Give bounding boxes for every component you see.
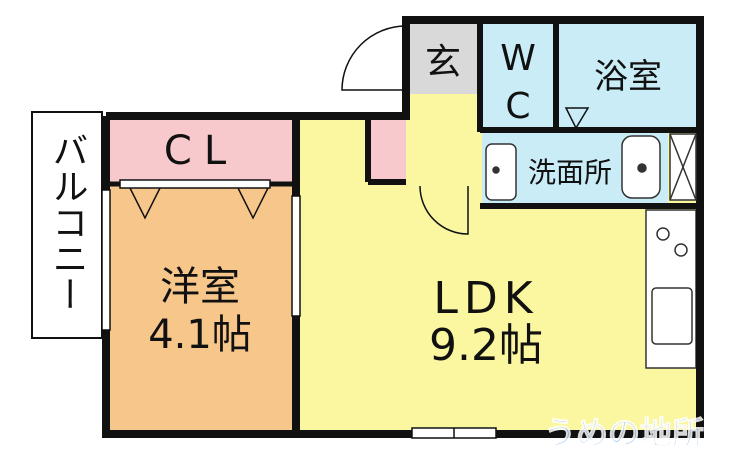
closet-floor <box>106 116 296 184</box>
ldk-size: 9.2帖 <box>429 320 543 371</box>
entrance-floor <box>406 20 480 94</box>
ldk-name: LDK <box>433 273 538 324</box>
entrance-label: 玄 <box>425 42 461 83</box>
western-room-floor <box>106 184 296 434</box>
balcony-label: バルコニー <box>47 132 88 312</box>
windows <box>101 179 497 439</box>
bathroom-label: 浴室 <box>594 57 662 97</box>
entrance-step <box>406 94 480 182</box>
western-room-name: 洋室 <box>160 264 240 310</box>
washroom-label: 洗面所 <box>528 156 612 189</box>
bathroom-floor <box>558 20 700 128</box>
company-watermark: うめの地所 <box>544 414 704 452</box>
wc-label-w: W <box>500 38 536 79</box>
hall-pink <box>370 118 406 182</box>
kitchen-fixtures <box>651 227 693 345</box>
western-room-size: 4.1帖 <box>148 312 252 358</box>
wc-label-c: C <box>505 86 530 127</box>
closet-label: CL <box>164 128 238 174</box>
washroom-fixtures <box>485 133 697 201</box>
balcony-area <box>31 111 103 339</box>
door-swings <box>129 25 590 235</box>
wc-floor <box>482 20 554 128</box>
